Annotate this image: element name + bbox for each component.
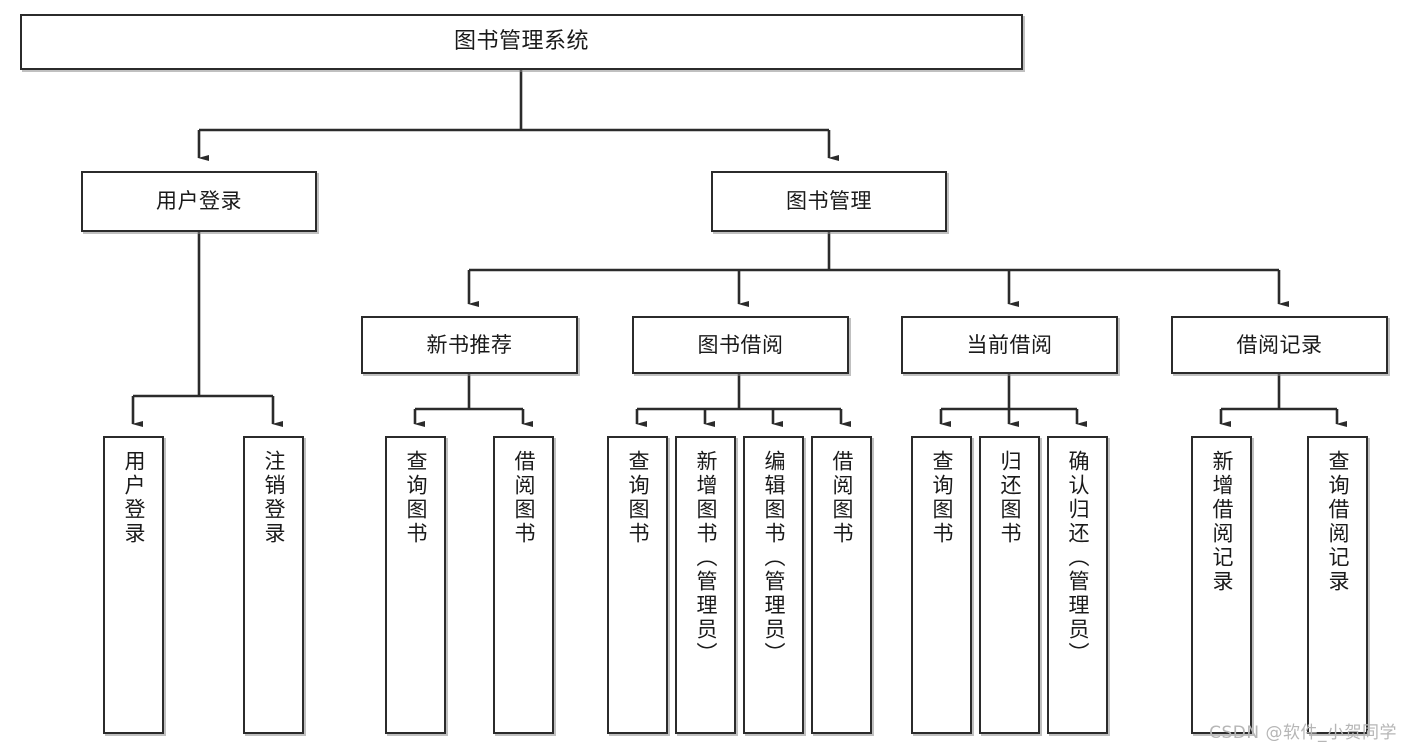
node-leaf-query-borrow-record[interactable]: 查询借阅记录 bbox=[1307, 436, 1368, 734]
node-leaf-return-book[interactable]: 归还图书 bbox=[979, 436, 1040, 734]
node-label: 借阅记录 bbox=[1236, 332, 1323, 357]
node-book-borrowing[interactable]: 图书借阅 bbox=[632, 316, 849, 374]
node-label: 图书管理 bbox=[786, 189, 872, 214]
node-label: 编辑图书（管理员） bbox=[762, 450, 786, 666]
watermark-text: CSDN @软件_小贺同学 bbox=[1209, 723, 1397, 743]
node-leaf-edit-book-admin[interactable]: 编辑图书（管理员） bbox=[743, 436, 804, 734]
node-leaf-query-book-rec[interactable]: 查询图书 bbox=[385, 436, 446, 734]
node-book-management[interactable]: 图书管理 bbox=[711, 171, 947, 232]
node-leaf-query-book-borrow[interactable]: 查询图书 bbox=[607, 436, 668, 734]
node-label: 查询图书 bbox=[930, 450, 954, 546]
node-root-book-management-system[interactable]: 图书管理系统 bbox=[20, 14, 1023, 70]
node-label: 新书推荐 bbox=[426, 332, 513, 357]
node-label: 查询图书 bbox=[404, 450, 428, 546]
node-leaf-user-login[interactable]: 用户登录 bbox=[103, 436, 164, 734]
node-label: 图书管理系统 bbox=[453, 29, 589, 55]
node-label: 图书借阅 bbox=[697, 332, 784, 357]
node-label: 确认归还（管理员） bbox=[1066, 450, 1090, 666]
node-current-borrowing[interactable]: 当前借阅 bbox=[901, 316, 1118, 374]
node-label: 注销登录 bbox=[262, 450, 286, 546]
node-label: 新增图书（管理员） bbox=[694, 450, 718, 666]
node-label: 查询图书 bbox=[626, 450, 650, 546]
node-label: 查询借阅记录 bbox=[1326, 450, 1350, 594]
node-leaf-confirm-return-admin[interactable]: 确认归还（管理员） bbox=[1047, 436, 1108, 734]
node-leaf-add-book-admin[interactable]: 新增图书（管理员） bbox=[675, 436, 736, 734]
node-borrowing-records[interactable]: 借阅记录 bbox=[1171, 316, 1388, 374]
node-user-login[interactable]: 用户登录 bbox=[81, 171, 317, 232]
node-label: 借阅图书 bbox=[512, 450, 536, 546]
node-new-book-recommendation[interactable]: 新书推荐 bbox=[361, 316, 578, 374]
node-leaf-borrow-book-rec[interactable]: 借阅图书 bbox=[493, 436, 554, 734]
node-label: 归还图书 bbox=[998, 450, 1022, 546]
node-leaf-logout[interactable]: 注销登录 bbox=[243, 436, 304, 734]
node-leaf-borrow-book[interactable]: 借阅图书 bbox=[811, 436, 872, 734]
node-label: 借阅图书 bbox=[830, 450, 854, 546]
node-label: 用户登录 bbox=[156, 189, 242, 214]
node-label: 新增借阅记录 bbox=[1210, 450, 1234, 594]
node-leaf-add-borrow-record[interactable]: 新增借阅记录 bbox=[1191, 436, 1252, 734]
node-label: 用户登录 bbox=[122, 450, 146, 546]
node-label: 当前借阅 bbox=[966, 332, 1053, 357]
node-leaf-query-book-current[interactable]: 查询图书 bbox=[911, 436, 972, 734]
